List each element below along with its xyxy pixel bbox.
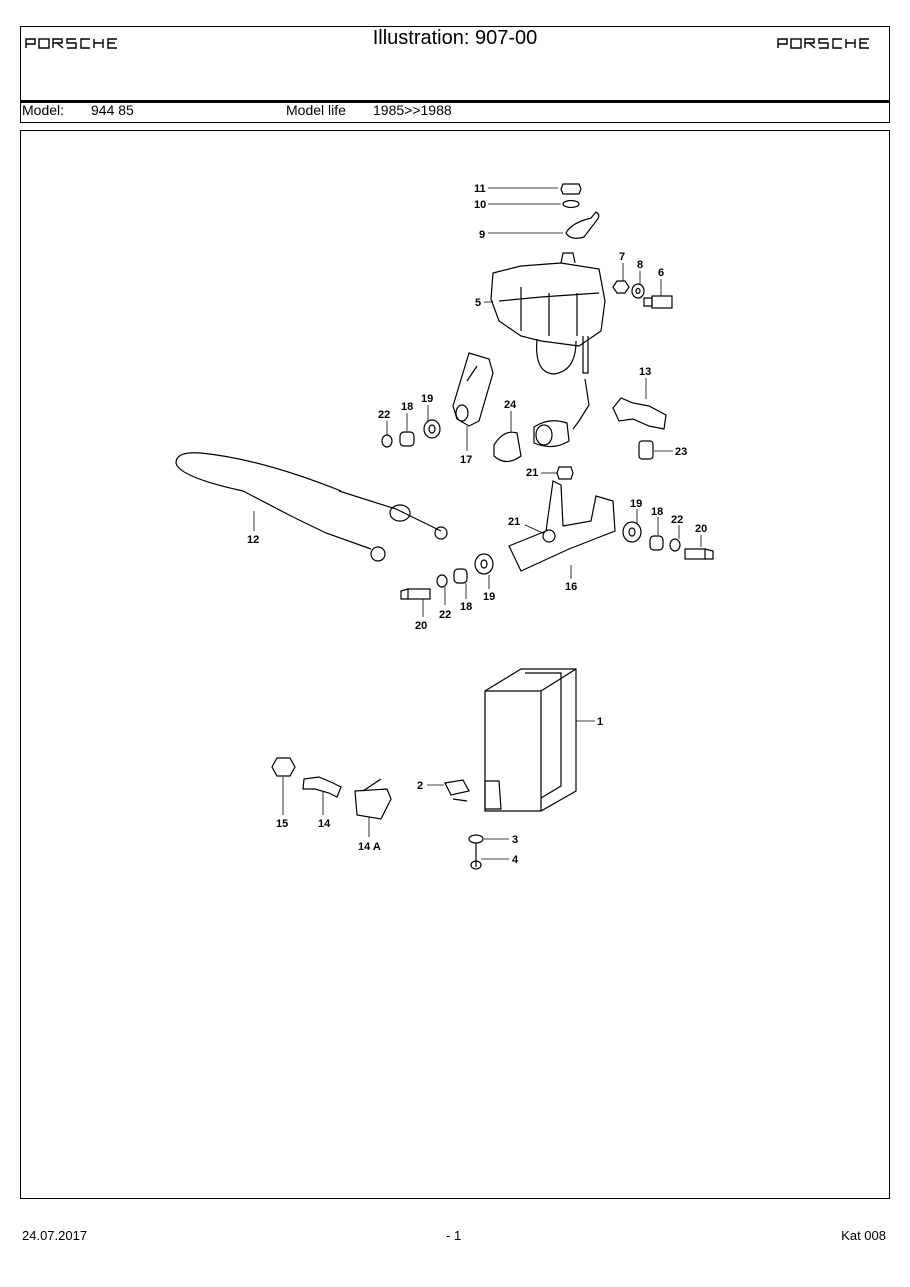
model-life-label: Model life (286, 102, 346, 118)
callout-14a: 14 A (358, 841, 381, 853)
model-label: Model: (22, 102, 65, 118)
callout-7: 7 (619, 251, 625, 263)
callout-18: 18 (401, 401, 413, 413)
callout-12: 12 (247, 534, 259, 546)
callout-2: 2 (417, 780, 423, 792)
page-title: Illustration: 907-00 (372, 27, 538, 49)
callout-19: 19 (483, 591, 495, 603)
callout-19: 19 (630, 498, 642, 510)
callout-20: 20 (415, 620, 427, 632)
callout-6: 6 (658, 267, 664, 279)
parts-diagram: 11 10 9 5 7 8 6 13 23 24 19 18 22 17 21 … (175, 183, 714, 870)
header-divider (21, 100, 889, 103)
model-value: 944 85 (91, 102, 134, 118)
callout-14: 14 (318, 818, 331, 830)
callout-4: 4 (512, 854, 519, 866)
callout-1: 1 (597, 716, 603, 728)
callout-21: 21 (508, 516, 520, 528)
callout-23: 23 (675, 446, 687, 458)
callout-16: 16 (565, 581, 577, 593)
porsche-logo-left (25, 38, 117, 49)
callout-9: 9 (479, 229, 485, 241)
callout-18: 18 (651, 506, 663, 518)
footer-catalog: Kat 008 (841, 1228, 886, 1243)
header-panel: Illustration: 907-00 Model: 944 85 Model… (20, 26, 890, 123)
callout-20: 20 (695, 523, 707, 535)
callout-21: 21 (526, 467, 538, 479)
callout-22: 22 (439, 609, 451, 621)
callout-8: 8 (637, 259, 643, 271)
model-life-value: 1985>>1988 (373, 102, 452, 118)
callout-18: 18 (460, 601, 472, 613)
callout-22: 22 (378, 409, 390, 421)
callout-22: 22 (671, 514, 683, 526)
callout-15: 15 (276, 818, 288, 830)
callout-10: 10 (474, 199, 486, 211)
callout-5: 5 (475, 297, 481, 309)
callout-13: 13 (639, 366, 651, 378)
footer-page-number: - 1 (446, 1228, 462, 1243)
callout-24: 24 (504, 399, 517, 411)
illustration-panel: 11 10 9 5 7 8 6 13 23 24 19 18 22 17 21 … (20, 130, 890, 1199)
callout-19: 19 (421, 393, 433, 405)
footer-date: 24.07.2017 (22, 1228, 88, 1243)
callout-3: 3 (512, 834, 518, 846)
callout-17: 17 (460, 454, 472, 466)
callout-11: 11 (474, 183, 486, 195)
porsche-logo-right (777, 38, 869, 49)
